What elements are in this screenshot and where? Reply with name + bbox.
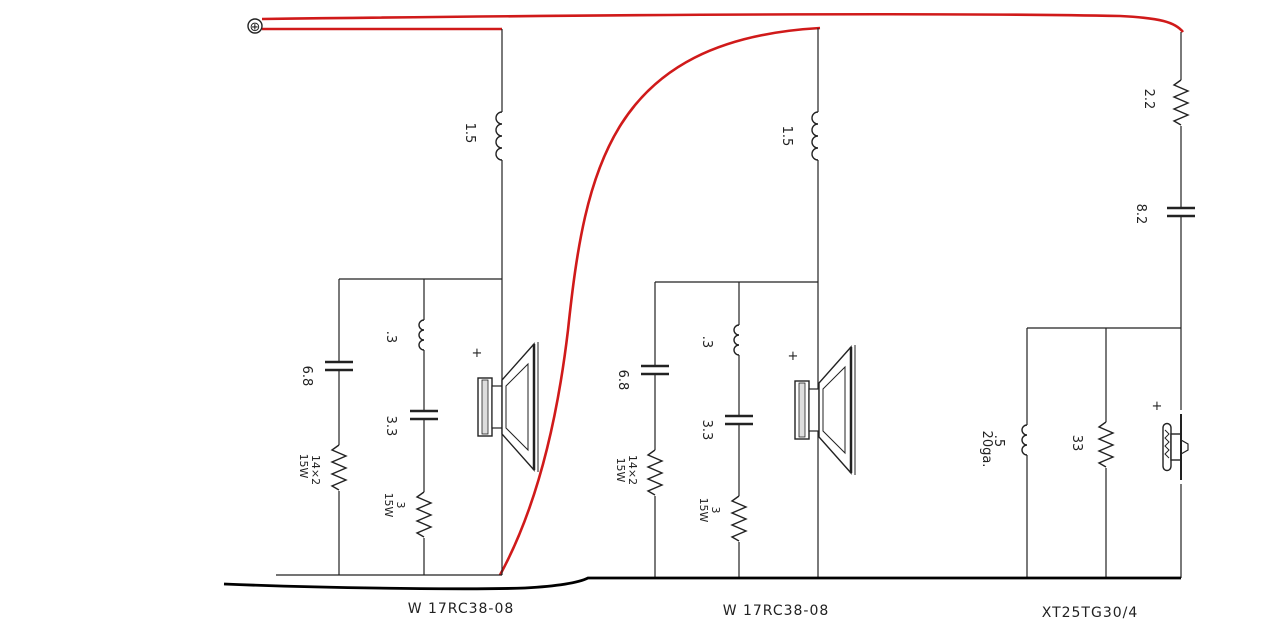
woofer1-res-b-value: 3: [394, 502, 407, 509]
tweeter-shunt-res-value: 33: [1069, 435, 1084, 452]
tweeter-shunt-resistor: [1097, 421, 1115, 468]
terminal-plus-symbol: ⊕: [250, 20, 261, 35]
woofer2-driver-label: W 17RC38-08: [723, 603, 830, 619]
tweeter-series-cap-value: 8.2: [1133, 204, 1148, 225]
tweeter-speaker-icon: [1162, 414, 1189, 480]
woofer2-cap-b-value: 3.3: [699, 420, 714, 441]
red-wire-top: [261, 13, 1185, 33]
tweeter-network: 2.2 8.2 .5 20ga. 33 + XT25TG30/4: [818, 32, 1195, 621]
woofer1-series-inductor: [495, 111, 503, 161]
woofer2-series-inductor-value: 1.5: [779, 126, 794, 147]
woofer1-series-inductor-value: 1.5: [462, 123, 477, 144]
woofer1-res-b-power: 15W: [382, 493, 395, 518]
woofer1-driver-label: W 17RC38-08: [408, 601, 515, 617]
positive-wiring: [261, 13, 1185, 576]
woofer1-speaker-icon: [477, 342, 539, 472]
red-wire-woofer2: [498, 26, 821, 576]
woofer2-shunt-inductor-b: [733, 324, 740, 356]
woofer1-res-a-power: 15W: [297, 454, 310, 479]
woofer2-network: 1.5 6.8 14×2 15W .3 3.3 3 15W: [588, 28, 856, 619]
tweeter-series-resistor: [1172, 79, 1190, 126]
positive-terminal: ⊕: [247, 18, 263, 35]
woofer2-res-b-value: 3: [709, 507, 722, 514]
woofer1-polarity: +: [472, 346, 483, 361]
woofer1-shunt-resistor-a: [330, 444, 348, 491]
tweeter-series-res-value: 2.2: [1141, 89, 1156, 110]
ground-wire: [223, 576, 1181, 591]
tweeter-shunt-ind-value: .5: [991, 435, 1006, 447]
woofer2-polarity: +: [788, 349, 799, 364]
woofer2-ind-b-value: .3: [699, 336, 714, 348]
tweeter-shunt-inductor: [1021, 424, 1028, 456]
woofer1-shunt-resistor-b: [415, 491, 433, 538]
woofer1-res-a-value: 14×2: [309, 455, 322, 485]
woofer1-cap-b-value: 3.3: [383, 416, 398, 437]
tweeter-shunt-ind-gauge: 20ga.: [979, 431, 994, 468]
tweeter-driver-label: XT25TG30/4: [1042, 605, 1139, 621]
woofer2-res-a-value: 14×2: [626, 455, 639, 485]
tweeter-polarity: +: [1152, 399, 1163, 414]
woofer2-series-inductor: [811, 111, 819, 161]
woofer2-res-b-power: 15W: [697, 498, 710, 523]
woofer1-ind-b-value: .3: [383, 331, 398, 343]
woofer2-speaker-icon: [794, 345, 856, 475]
woofer1-shunt-inductor-b: [418, 319, 425, 351]
woofer2-shunt-resistor-b: [730, 495, 748, 542]
woofer2-shunt-cap-value: 6.8: [615, 370, 630, 391]
woofer2-shunt-resistor-a: [646, 449, 664, 496]
woofer2-res-a-power: 15W: [614, 458, 627, 483]
woofer1-shunt-cap-value: 6.8: [299, 366, 314, 387]
woofer1-network: 1.5 6.8 14×2 15W .3 3.3 3 15W: [276, 29, 539, 617]
